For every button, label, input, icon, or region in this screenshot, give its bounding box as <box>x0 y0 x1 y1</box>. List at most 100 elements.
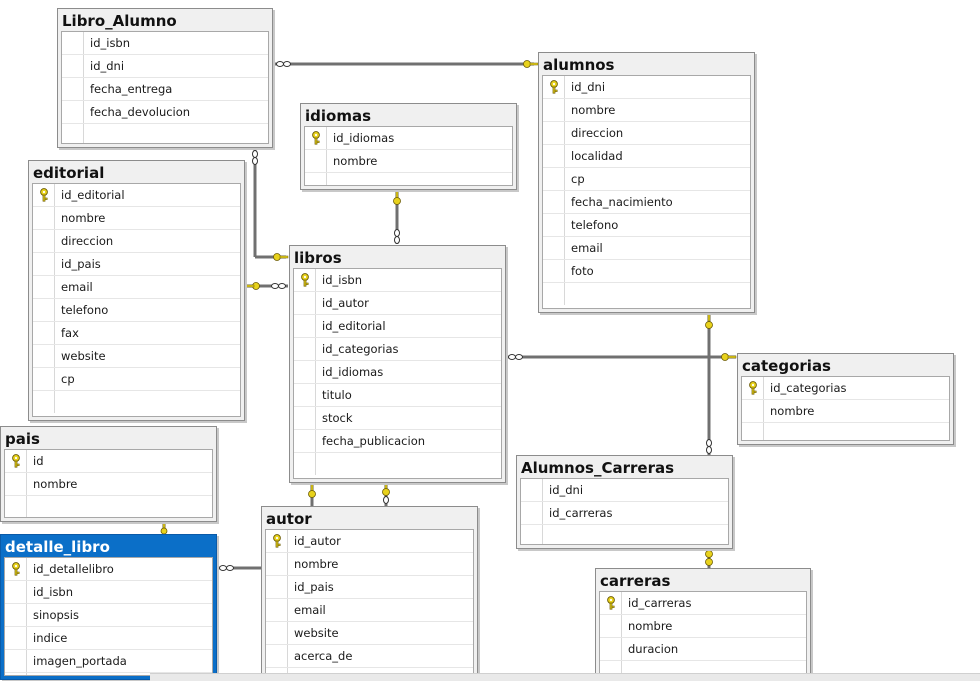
column-row[interactable]: id_pais <box>266 576 473 599</box>
column-row[interactable]: nombre <box>742 400 949 423</box>
table-title[interactable]: Alumnos_Carreras <box>521 459 675 477</box>
row-selector[interactable] <box>305 127 327 149</box>
row-selector[interactable] <box>294 430 316 452</box>
column-row[interactable]: fecha_devolucion <box>62 101 268 124</box>
table-title[interactable]: editorial <box>33 164 105 182</box>
row-selector[interactable] <box>543 122 565 144</box>
row-selector[interactable] <box>543 168 565 190</box>
empty-row[interactable] <box>33 391 240 414</box>
row-selector[interactable] <box>543 145 565 167</box>
row-selector[interactable] <box>294 407 316 429</box>
row-selector[interactable] <box>294 384 316 406</box>
column-row[interactable]: id_categorias <box>742 377 949 400</box>
relationship-libros-categorias[interactable] <box>506 353 737 361</box>
row-selector[interactable] <box>5 673 27 675</box>
row-selector[interactable] <box>543 283 565 305</box>
column-row[interactable]: email <box>543 237 750 260</box>
row-selector[interactable] <box>33 207 55 229</box>
row-selector[interactable] <box>266 576 288 598</box>
column-row[interactable]: nombre <box>600 615 806 638</box>
row-selector[interactable] <box>543 237 565 259</box>
column-row[interactable]: id_carreras <box>600 592 806 615</box>
row-selector[interactable] <box>742 423 764 440</box>
row-selector[interactable] <box>5 450 27 472</box>
row-selector[interactable] <box>543 214 565 236</box>
empty-row[interactable] <box>742 423 949 440</box>
column-row[interactable]: telefono <box>33 299 240 322</box>
column-row[interactable]: id_carreras <box>521 502 728 525</box>
row-selector[interactable] <box>266 599 288 621</box>
row-selector[interactable] <box>521 502 543 524</box>
relationship-libro-alumno-libros[interactable] <box>252 148 289 261</box>
table-title[interactable]: pais <box>5 430 40 448</box>
row-selector[interactable] <box>521 479 543 501</box>
empty-row[interactable] <box>600 661 806 675</box>
row-selector[interactable] <box>266 668 288 673</box>
column-row[interactable]: email <box>33 276 240 299</box>
table-title[interactable]: categorias <box>742 357 831 375</box>
column-row[interactable]: fecha_entrega <box>62 78 268 101</box>
row-selector[interactable] <box>33 184 55 206</box>
column-row[interactable]: id_dni <box>62 55 268 78</box>
table-title[interactable]: Libro_Alumno <box>62 12 177 30</box>
column-row[interactable]: id_isbn <box>62 32 268 55</box>
row-selector[interactable] <box>33 230 55 252</box>
row-selector[interactable] <box>266 645 288 667</box>
column-row[interactable]: email <box>266 599 473 622</box>
column-row[interactable]: cp <box>33 368 240 391</box>
column-row[interactable]: direccion <box>543 122 750 145</box>
row-selector[interactable] <box>33 391 55 413</box>
row-selector[interactable] <box>294 453 316 475</box>
column-row[interactable]: id_categorias <box>294 338 501 361</box>
empty-row[interactable] <box>62 124 268 143</box>
row-selector[interactable] <box>543 260 565 282</box>
column-row[interactable]: nombre <box>33 207 240 230</box>
row-selector[interactable] <box>294 315 316 337</box>
row-selector[interactable] <box>5 581 27 603</box>
row-selector[interactable] <box>742 377 764 399</box>
empty-row[interactable] <box>543 283 750 306</box>
column-row[interactable]: id_autor <box>294 292 501 315</box>
horizontal-scrollbar[interactable] <box>150 673 980 681</box>
row-selector[interactable] <box>543 76 565 98</box>
relationship-libros-editorial[interactable] <box>245 282 288 290</box>
row-selector[interactable] <box>305 173 327 185</box>
column-row[interactable]: id_detallelibro <box>5 558 212 581</box>
column-row[interactable]: id_dni <box>543 76 750 99</box>
row-selector[interactable] <box>543 99 565 121</box>
row-selector[interactable] <box>543 191 565 213</box>
column-row[interactable]: stock <box>294 407 501 430</box>
row-selector[interactable] <box>305 150 327 172</box>
row-selector[interactable] <box>294 338 316 360</box>
row-selector[interactable] <box>33 253 55 275</box>
column-row[interactable]: id <box>5 450 212 473</box>
relationship-libros-idiomas[interactable] <box>393 189 401 244</box>
relationship-alumnos-carreras-alumnos[interactable] <box>705 312 713 455</box>
row-selector[interactable] <box>742 400 764 422</box>
row-selector[interactable] <box>600 592 622 614</box>
column-row[interactable]: id_dni <box>521 479 728 502</box>
row-selector[interactable] <box>62 32 84 54</box>
row-selector[interactable] <box>521 525 543 544</box>
column-row[interactable]: imagen_portada <box>5 650 212 673</box>
relationship-libro-alumno-alumnos[interactable] <box>274 60 539 68</box>
row-selector[interactable] <box>5 496 27 517</box>
row-selector[interactable] <box>33 345 55 367</box>
column-row[interactable]: id_editorial <box>33 184 240 207</box>
row-selector[interactable] <box>600 615 622 637</box>
column-row[interactable]: fax <box>33 322 240 345</box>
empty-row[interactable] <box>521 525 728 544</box>
column-row[interactable]: localidad <box>543 145 750 168</box>
column-row[interactable]: id_autor <box>266 530 473 553</box>
column-row[interactable]: nombre <box>543 99 750 122</box>
row-selector[interactable] <box>294 361 316 383</box>
column-row[interactable]: id_idiomas <box>305 127 512 150</box>
row-selector[interactable] <box>62 101 84 123</box>
column-row[interactable]: sinopsis <box>5 604 212 627</box>
column-row[interactable]: nombre <box>5 473 212 496</box>
row-selector[interactable] <box>33 299 55 321</box>
column-row[interactable]: foto <box>543 260 750 283</box>
